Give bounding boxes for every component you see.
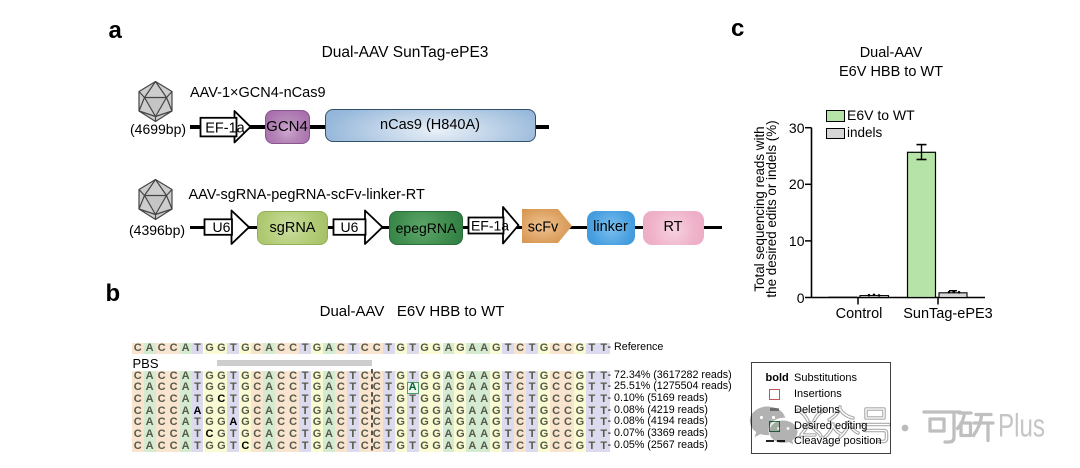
svg-text:Plus: Plus	[998, 408, 1045, 444]
svg-text:scFv: scFv	[528, 220, 559, 236]
svg-text:U6: U6	[341, 219, 359, 235]
svg-text:EF-1a: EF-1a	[205, 120, 245, 136]
svg-text:U6: U6	[212, 219, 230, 235]
svg-text:EF-1a: EF-1a	[471, 217, 509, 233]
